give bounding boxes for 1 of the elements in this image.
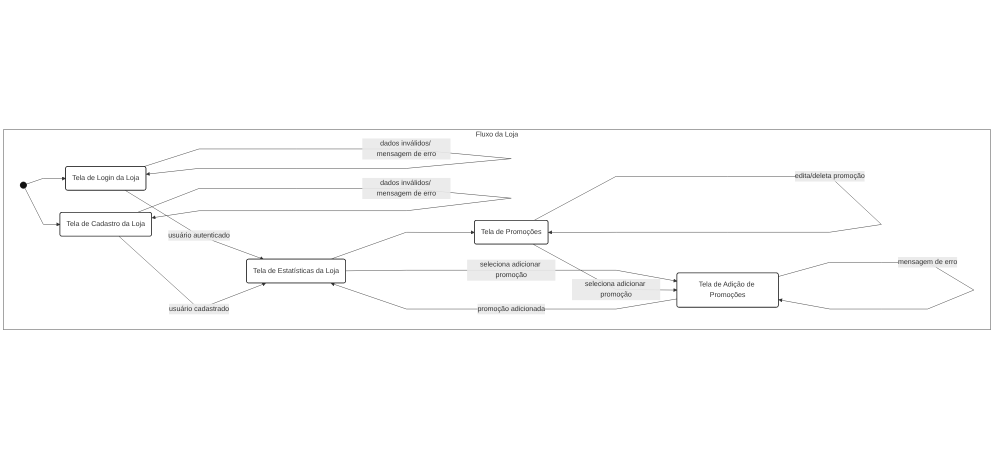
- node-circle: [20, 182, 27, 190]
